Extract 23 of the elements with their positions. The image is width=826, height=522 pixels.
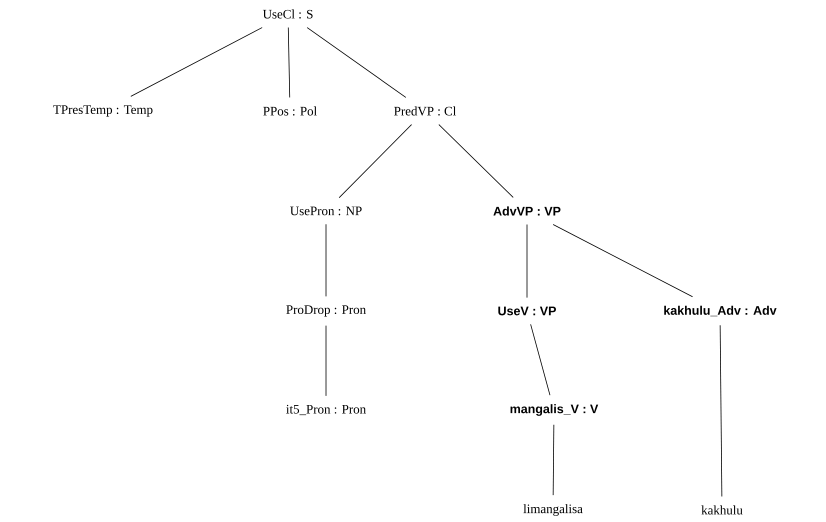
tree-node-label: ProDrop : Pron — [286, 305, 366, 317]
tree-node-label: PPos : Pol — [263, 106, 317, 116]
tree-node-label: PredVP : Cl — [394, 106, 456, 116]
tree-node-label: UseV : VP — [498, 306, 556, 316]
tree-node-label: limangalisa — [523, 504, 583, 516]
tree-branch — [526, 224, 528, 298]
tree-node-label: TPresTemp : Temp — [53, 105, 152, 117]
tree-branch — [306, 27, 406, 98]
tree-node-label: it5_Pron : Pron — [286, 404, 366, 416]
tree-branch — [288, 27, 290, 98]
tree-branch — [552, 424, 554, 496]
tree-node-label: kakhulu_Adv : Adv — [664, 306, 777, 316]
tree-node-label: UseCl : S — [262, 9, 313, 19]
tree-branch — [552, 224, 693, 298]
tree-branch — [438, 124, 514, 198]
tree-node-label: UsePron : NP — [290, 206, 362, 216]
tree-branch — [130, 27, 263, 97]
tree-branch — [530, 324, 550, 396]
tree-node-label: mangalis_V : V — [510, 404, 598, 416]
tree-node-label: kakhulu — [701, 505, 743, 515]
tree-node-label: AdvVP : VP — [493, 206, 560, 216]
tree-branch — [720, 324, 722, 497]
tree-branch — [338, 124, 412, 198]
